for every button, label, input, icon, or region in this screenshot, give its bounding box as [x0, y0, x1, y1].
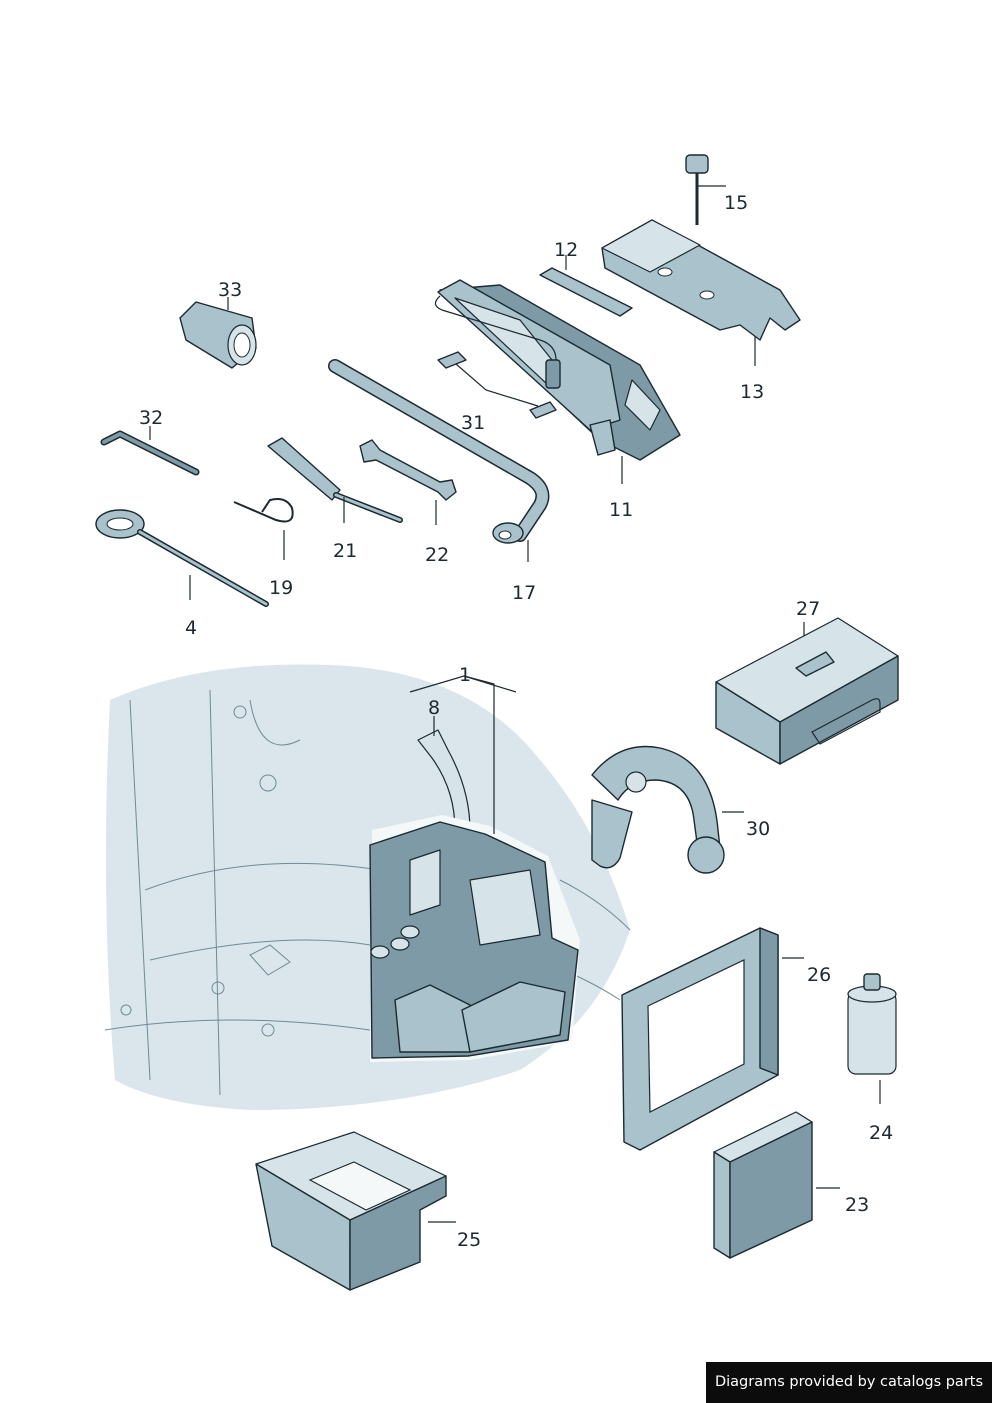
part-1-tool-insert [369, 815, 580, 1062]
leader-lines [149, 185, 881, 1223]
part-4-towing-eye [95, 509, 269, 607]
callout-1: 1 [459, 664, 471, 686]
part-17-wheel-wrench [328, 359, 550, 544]
callout-11: 11 [609, 499, 633, 521]
callout-33: 33 [218, 279, 242, 301]
callout-27: 27 [796, 598, 820, 620]
part-25-tray [255, 1131, 447, 1291]
part-23-foam-block [713, 1111, 813, 1259]
part-19-spring-clip [233, 498, 294, 523]
part-24-cylinder [847, 973, 897, 1075]
part-13-jack-holder [601, 219, 801, 341]
callout-23: 23 [845, 1194, 869, 1216]
watermark-banner: Diagrams provided by catalogs parts [706, 1362, 992, 1403]
callout-30: 30 [746, 818, 770, 840]
callout-19: 19 [269, 577, 293, 599]
callout-labels: 1 8 4 11 12 13 15 17 19 21 22 23 24 25 2… [139, 192, 893, 1251]
part-22-spanner [359, 439, 457, 501]
callout-17: 17 [512, 582, 536, 604]
part-27-tool-case [715, 617, 899, 765]
part-32-hex-key [100, 430, 200, 476]
callout-15: 15 [724, 192, 748, 214]
part-31-pads [437, 351, 557, 419]
callout-4: 4 [185, 617, 197, 639]
part-21-screwdriver [267, 437, 403, 523]
callout-26: 26 [807, 964, 831, 986]
callout-22: 22 [425, 544, 449, 566]
callout-21: 21 [333, 540, 357, 562]
part-26-foam-frame [621, 927, 779, 1151]
callout-31: 31 [461, 412, 485, 434]
part-12-pad [539, 267, 633, 317]
callout-12: 12 [554, 239, 578, 261]
callout-25: 25 [457, 1229, 481, 1251]
callout-8: 8 [428, 697, 440, 719]
callout-24: 24 [869, 1122, 893, 1144]
callout-13: 13 [740, 381, 764, 403]
part-11-scissor-jack [434, 279, 681, 461]
part-15-bolt [685, 154, 709, 225]
part-30-towing-hitch [591, 745, 725, 874]
callout-32: 32 [139, 407, 163, 429]
part-33-socket [179, 301, 257, 369]
